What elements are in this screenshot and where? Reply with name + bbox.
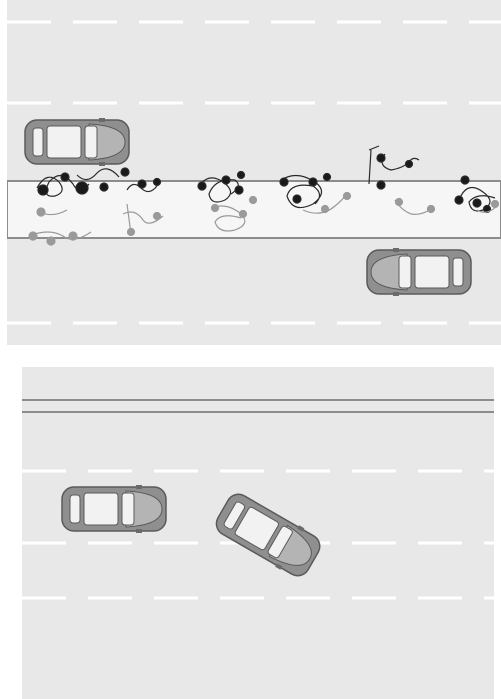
pedestrian-trajectory-icon <box>394 197 436 215</box>
pedestrian-trajectory-icon <box>476 199 500 213</box>
top-scene-svg <box>7 0 501 345</box>
pedestrian-trajectory-icon <box>279 172 332 209</box>
pedestrian-trajectory-icon <box>197 170 246 203</box>
pedestrian-trajectory-icon <box>126 177 162 193</box>
top-scene-panel <box>7 0 501 345</box>
pedestrian-trajectories <box>28 145 500 246</box>
car-icon <box>61 485 167 533</box>
pedestrian-trajectory-icon <box>210 195 258 232</box>
pedestrian-trajectory-icon <box>454 175 496 214</box>
car-icon <box>24 118 130 166</box>
car-icon <box>215 493 321 577</box>
pedestrian-trajectory-icon <box>368 145 420 190</box>
bottom-scene-svg <box>22 367 494 699</box>
pedestrian-trajectory-icon <box>302 191 352 214</box>
car-icon <box>366 248 472 296</box>
top-lane-markings <box>7 20 501 325</box>
pedestrian-trajectory-icon <box>122 203 164 237</box>
bottom-scene-panel <box>22 367 494 699</box>
pedestrian-trajectory-icon <box>28 207 92 246</box>
median-strip <box>7 180 501 239</box>
pedestrian-trajectory-icon <box>36 167 130 197</box>
